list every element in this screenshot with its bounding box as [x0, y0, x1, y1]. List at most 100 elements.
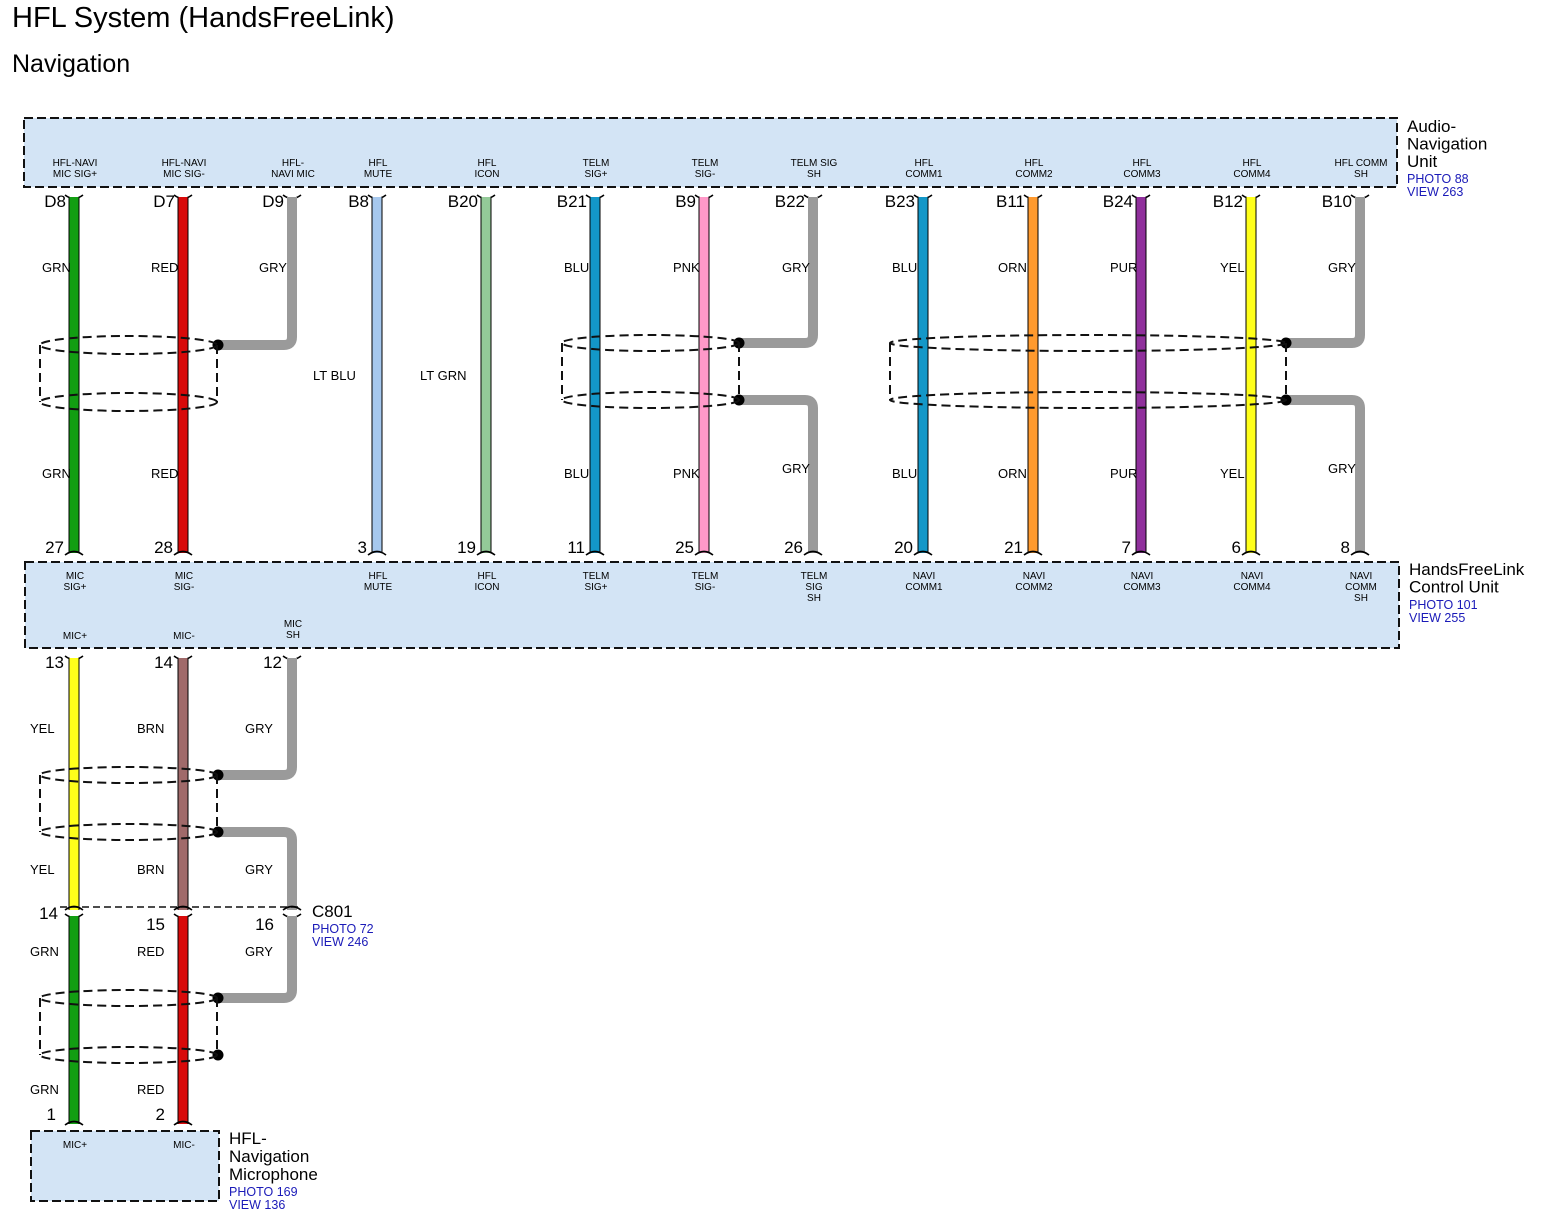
wire-gry-b10	[1286, 197, 1365, 348]
wire-color-label: YEL	[1220, 260, 1245, 275]
shield-mic-top-top	[39, 335, 218, 355]
audio-nav-pin-number: B10	[1322, 192, 1352, 211]
microphone-name: Microphone	[229, 1165, 318, 1184]
audio-navigation-unit-view-ref: VIEW 263	[1407, 185, 1463, 199]
hfl-control-pin-label: NAVI	[1131, 571, 1154, 582]
audio-nav-pin-number: B23	[885, 192, 915, 211]
audio-nav-pin-number: B8	[348, 192, 369, 211]
wire-color-label: YEL	[30, 721, 55, 736]
hfl-control-pin-label: SIG-	[695, 582, 716, 593]
audio-nav-pin-number: B24	[1103, 192, 1133, 211]
hfl-control-pin-cap	[913, 550, 933, 556]
hfl-control-unit-view-ref: VIEW 255	[1409, 611, 1465, 625]
wire-color-label: RED	[151, 466, 178, 481]
hfl-control-pin-number: 6	[1232, 538, 1241, 557]
wire-gry-drain	[218, 916, 297, 1003]
hfl-control-pin-cap	[1023, 550, 1043, 556]
audio-nav-pin-label: COMM3	[1123, 169, 1161, 180]
hfl-control-pin-label: NAVI	[1023, 571, 1046, 582]
wire-color-label: GRN	[42, 260, 71, 275]
wire-color-label: YEL	[1220, 466, 1245, 481]
audio-nav-pin-label: HFL-	[282, 158, 304, 169]
microphone-connector	[30, 1130, 220, 1202]
microphone-pin-cap	[173, 1120, 193, 1126]
c801-pin-cap	[64, 905, 84, 911]
shield-telm-top	[561, 334, 740, 352]
wire-color-label: PNK	[673, 466, 700, 481]
shield-mic-mid-top	[39, 766, 218, 784]
hfl-control-pin-label: SIG+	[584, 582, 607, 593]
hfl-control-pin-cap	[1350, 550, 1370, 556]
hfl-control-pin-label: ICON	[475, 582, 500, 593]
audio-nav-pin-label: HFL-NAVI	[53, 158, 98, 169]
audio-nav-pin-label: NAVI MIC	[271, 169, 315, 180]
wire-gry-b22	[739, 197, 818, 348]
audio-navigation-unit-name: Unit	[1407, 152, 1438, 171]
hfl-control-pin-label: COMM2	[1015, 582, 1053, 593]
wire-color-label: PNK	[673, 260, 700, 275]
c801-name: C801	[312, 902, 353, 921]
wire-color-label: GRY	[245, 862, 273, 877]
microphone-photo-ref: PHOTO 169	[229, 1185, 298, 1199]
hfl-control-pin-cap	[367, 550, 387, 556]
hfl-control-pin-number: 21	[1004, 538, 1023, 557]
c801-pin-number: 16	[255, 915, 274, 934]
wire-color-label: YEL	[30, 862, 55, 877]
hfl-control-unit-photo-ref: PHOTO 101	[1409, 598, 1478, 612]
audio-navigation-unit-name: Audio-	[1407, 117, 1456, 136]
c801-pin-number: 15	[146, 915, 165, 934]
audio-nav-pin-label: SIG-	[695, 169, 716, 180]
wire-color-label: GRY	[245, 721, 273, 736]
audio-nav-pin-label: SH	[1354, 169, 1368, 180]
wire-gry-26	[739, 395, 818, 553]
audio-nav-pin-number: B11	[996, 192, 1025, 211]
audio-nav-pin-number: B21	[557, 192, 587, 211]
hfl-control-pin-number: 20	[894, 538, 913, 557]
hfl-control-pin-label: MUTE	[364, 582, 393, 593]
wire-color-label: BRN	[137, 862, 164, 877]
hfl-control-pin-cap	[585, 550, 605, 556]
wire-color-label: ORN	[998, 466, 1027, 481]
page-subtitle: Navigation	[12, 50, 131, 78]
hfl-control-pin-number: 19	[457, 538, 476, 557]
wire-color-label: BRN	[137, 721, 164, 736]
hfl-control-pin-label: NAVI	[1241, 571, 1264, 582]
wire-color-label: BLU	[892, 466, 917, 481]
shield-mic-low-top	[39, 989, 218, 1007]
hfl-control-pin-label: SH	[1354, 593, 1368, 604]
wire-color-label: GRN	[30, 1082, 59, 1097]
wire-color-label: ORN	[998, 260, 1027, 275]
audio-nav-pin-label: HFL COMM	[1335, 158, 1388, 169]
hfl-control-pin-number: 11	[567, 538, 585, 557]
hfl-control-pin-label: TELM	[692, 571, 719, 582]
hfl-control-pin-label: COMM3	[1123, 582, 1161, 593]
hfl-control-pin-label: COMM1	[905, 582, 943, 593]
c801-pin-cap	[173, 905, 193, 911]
hfl-control-pin-label: HFL	[369, 571, 388, 582]
shield-mic-low-bottom	[39, 1046, 218, 1064]
shield-telm-bottom	[561, 391, 740, 409]
hfl-control-pin-cap	[1241, 550, 1261, 556]
audio-nav-pin-label: MUTE	[364, 169, 393, 180]
wire-color-label: GRY	[782, 461, 810, 476]
audio-nav-pin-number: B22	[775, 192, 805, 211]
audio-nav-pin-label: COMM2	[1015, 169, 1053, 180]
hfl-control-pin-cap	[476, 550, 496, 556]
audio-nav-pin-label: MIC SIG+	[53, 169, 97, 180]
audio-nav-pin-number: D7	[153, 192, 175, 211]
microphone-pin-label: MIC+	[63, 1140, 87, 1151]
shield-mic-mid-bottom	[39, 823, 218, 841]
audio-nav-pin-label: MIC SIG-	[163, 169, 205, 180]
audio-nav-pin-label: SIG+	[584, 169, 607, 180]
microphone-pin-number: 1	[47, 1105, 56, 1124]
hfl-control-unit-name: Control Unit	[1409, 578, 1499, 597]
wire-gry-16	[218, 827, 297, 910]
wire-color-label: BLU	[564, 466, 589, 481]
wire-color-label: LT BLU	[313, 368, 356, 383]
hfl-control-pin-label: NAVI	[1350, 571, 1373, 582]
audio-nav-pin-label: ICON	[475, 169, 500, 180]
audio-nav-pin-label: HFL	[915, 158, 934, 169]
microphone-name: HFL-	[229, 1129, 267, 1148]
hfl-control-pin-label: HFL	[478, 571, 497, 582]
